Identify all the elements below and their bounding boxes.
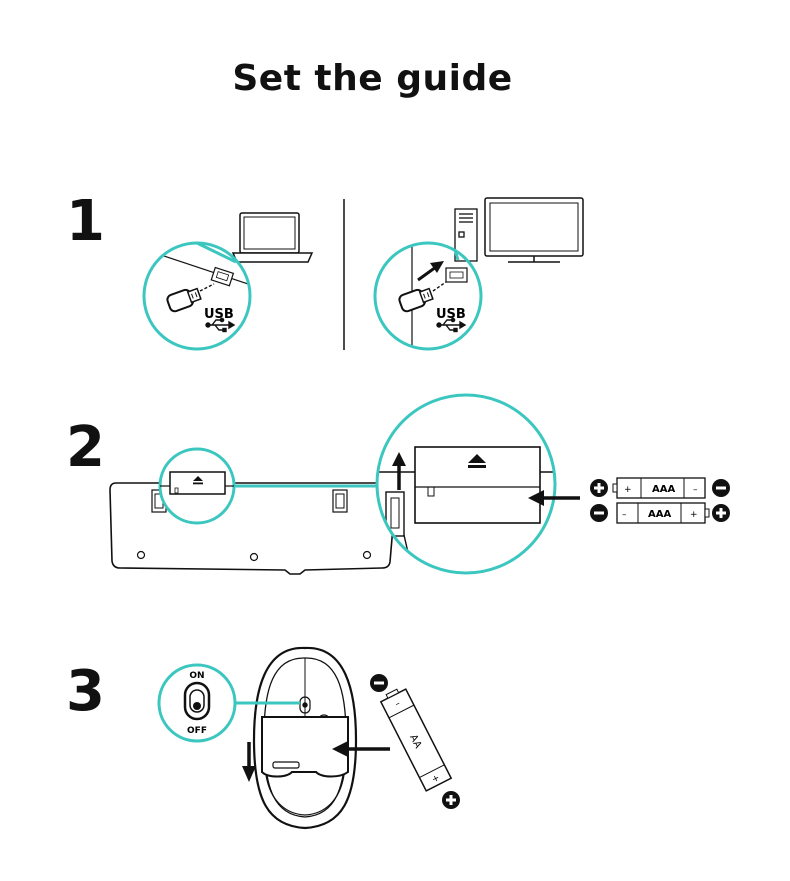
arrow-icon [417, 261, 444, 282]
switch-on-label: ON [189, 671, 204, 681]
aaa-battery-top: + AAA – [612, 477, 706, 499]
arrow-icon [332, 741, 390, 757]
usb-label-right: USB [436, 307, 466, 322]
aaa-battery-bottom: – AAA + [616, 502, 710, 524]
aa-minus-mark: – [394, 699, 403, 710]
eject-icon [468, 454, 486, 468]
arrow-icon [392, 452, 406, 490]
aa-plus-mark: + [430, 773, 441, 785]
minus-terminal-icon [370, 674, 388, 692]
usb-symbol-icon [436, 317, 467, 333]
monitor-icon [484, 197, 584, 263]
battery-door-large-zoom [375, 393, 557, 575]
aaa-bottom-label: AAA [648, 509, 671, 520]
laptop-icon [231, 212, 314, 263]
usb-receiver-icon [166, 287, 202, 313]
arrow-icon [242, 742, 256, 782]
arrow-icon [528, 490, 580, 506]
step-number-2: 2 [66, 415, 105, 480]
aaa-bottom-minus-mark: – [622, 510, 627, 520]
keyboard-underside [109, 482, 397, 575]
power-switch-zoom: ON OFF [157, 663, 300, 743]
usb-label-left: USB [204, 307, 234, 322]
aaa-bottom-plus-mark: + [690, 510, 698, 520]
switch-off-label: OFF [187, 726, 207, 736]
battery-door-small-zoom [158, 447, 236, 525]
aaa-top-minus-mark: – [693, 485, 698, 495]
mouse-underside [252, 646, 358, 830]
usb-port-zoom-right: USB [373, 241, 483, 351]
plus-terminal-icon [442, 791, 460, 809]
usb-symbol-icon [205, 317, 236, 333]
aaa-top-plus-mark: + [624, 485, 632, 495]
plus-terminal-icon [712, 504, 730, 522]
eject-icon [193, 476, 203, 485]
step-number-1: 1 [66, 189, 105, 254]
plus-terminal-icon [590, 479, 608, 497]
aaa-top-label: AAA [652, 484, 675, 495]
usb-port-zoom-left: USB [142, 241, 252, 351]
aa-battery: – AA + [379, 688, 453, 792]
step-number-3: 3 [66, 659, 105, 724]
page-title: Set the guide [232, 58, 513, 99]
minus-terminal-icon [712, 479, 730, 497]
minus-terminal-icon [590, 504, 608, 522]
usb-receiver-icon [398, 287, 434, 313]
